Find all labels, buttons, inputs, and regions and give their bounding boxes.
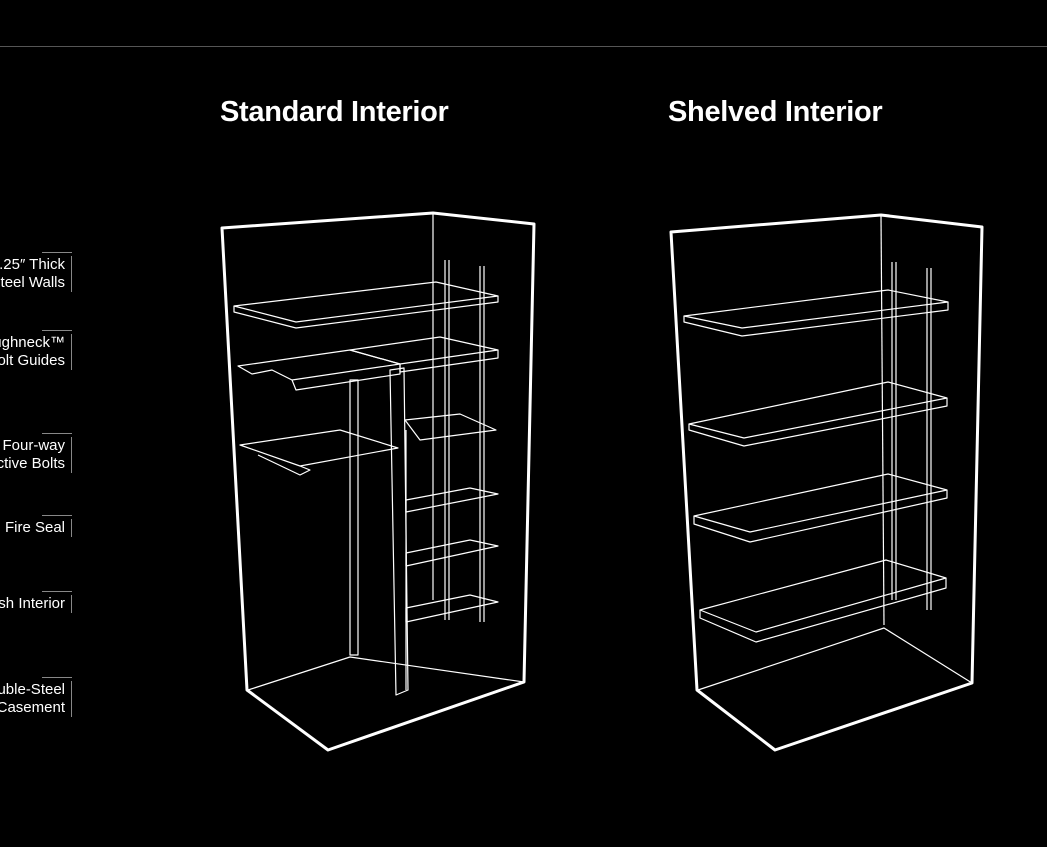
feature-label-active-bolts: Four-wayActive Bolts — [0, 433, 73, 473]
feature-label-plush-interior: Plush Interior — [0, 591, 73, 613]
standard-interior-illustration — [220, 211, 536, 752]
shelved-interior-title: Shelved Interior — [668, 96, 883, 128]
feature-label-line: Double-Steel — [0, 681, 65, 698]
feature-label-line: Bolt Guides — [0, 352, 65, 369]
feature-label-line: Steel Walls — [0, 274, 65, 291]
feature-label-line: Fire Seal — [4, 519, 65, 536]
feature-label-line: Plush Interior — [0, 595, 65, 612]
feature-label-line: Casement — [0, 699, 65, 716]
feature-label-line: 0.25″ Thick — [0, 256, 65, 273]
feature-label-line: Roughneck™ — [0, 334, 65, 351]
header-divider — [0, 46, 1047, 47]
feature-label-line: Active Bolts — [0, 455, 65, 472]
feature-label-bolt-guides: Roughneck™Bolt Guides — [0, 330, 72, 370]
feature-label-steel-walls: 0.25″ ThickSteel Walls — [0, 252, 73, 292]
feature-label-line: Four-way — [2, 437, 65, 454]
standard-interior-title: Standard Interior — [220, 96, 449, 128]
shelved-interior-illustration — [669, 213, 984, 752]
feature-label-fire-seal: Fire Seal — [4, 515, 73, 537]
